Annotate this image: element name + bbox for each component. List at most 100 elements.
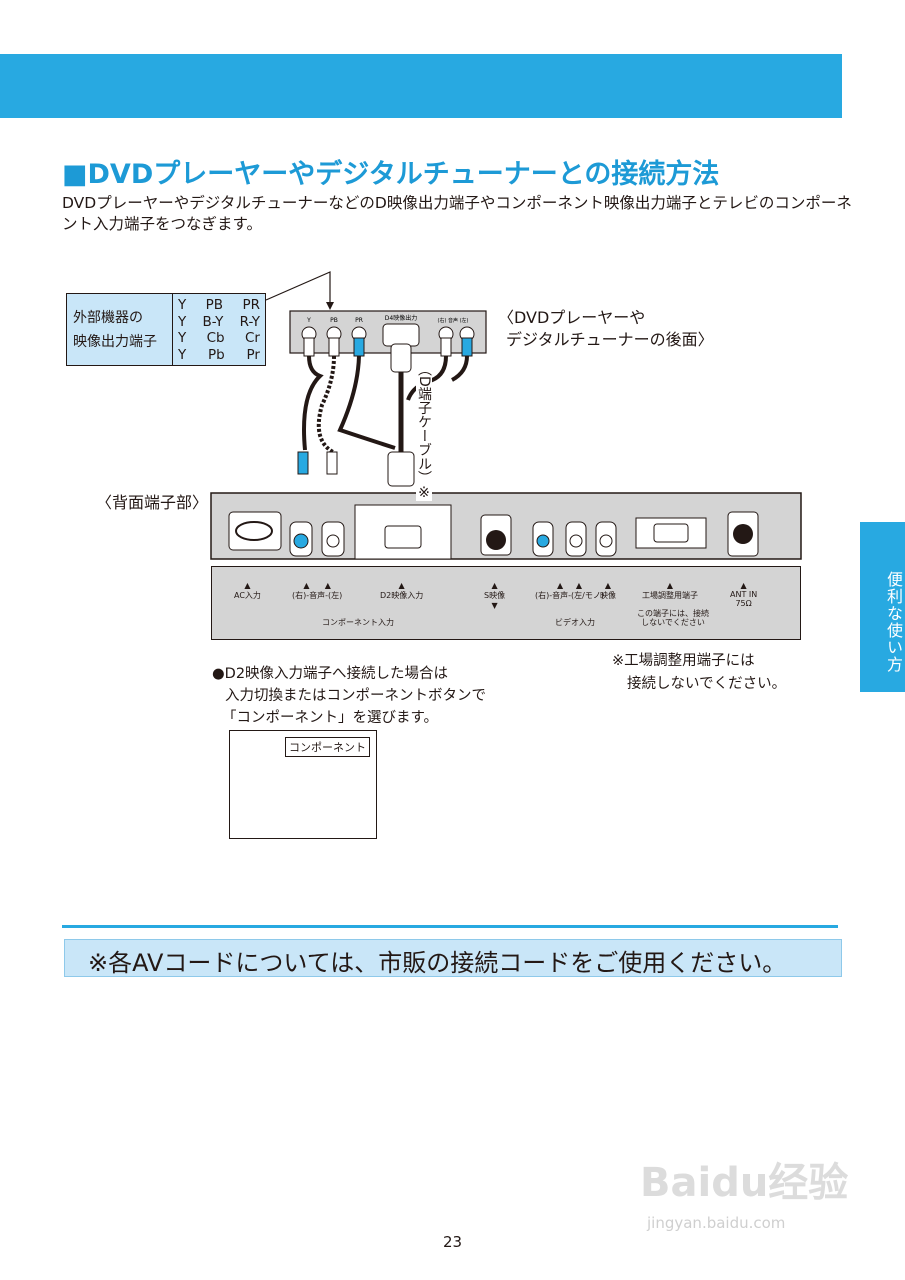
dvd-rear-label: 〈DVDプレーヤーや デジタルチューナーの後面〉 xyxy=(498,307,714,351)
leader-arrow xyxy=(326,302,334,310)
cable-dashed xyxy=(316,355,336,454)
factory-note: この端子には、接続 しないでください xyxy=(637,609,709,627)
component-indicator: コンポーネント xyxy=(285,737,370,757)
footer-note: ※各AVコードについては、市販の接続コードをご使用ください。 xyxy=(88,949,787,977)
d4-output-label: D4映像出力 xyxy=(385,314,417,322)
video-jack-inner xyxy=(599,534,613,548)
spec-cell: R-Y xyxy=(239,313,260,330)
section-tab: 便利な使い方 xyxy=(860,522,905,692)
dvd-jack-label: PB xyxy=(330,317,338,324)
page-title: ■DVDプレーヤーやデジタルチューナーとの接続方法 xyxy=(62,159,720,190)
spec-cell: Pb xyxy=(208,346,225,363)
header-band xyxy=(0,54,842,118)
d4-connector xyxy=(382,323,420,347)
spec-cell: Y xyxy=(178,346,187,363)
spec-row: Y B-Y R-Y xyxy=(174,314,264,331)
spec-cell: B-Y xyxy=(202,313,224,330)
cable xyxy=(302,355,324,451)
spec-cell: Y xyxy=(178,297,187,313)
d2-label-text: D2映像入力 xyxy=(380,591,424,600)
factory-text: 工場調整用端子 xyxy=(642,591,698,600)
plug-white xyxy=(326,451,338,475)
watermark-url: jingyan.baidu.com xyxy=(647,1214,786,1232)
s-video-port xyxy=(486,530,506,550)
factory-note-line1: この端子には、接続 xyxy=(637,609,709,618)
factory-label: ▲工場調整用端子 xyxy=(642,581,698,600)
output-terminal-table: 外部機器の 映像出力端子 Y PB PR Y B-Y R-Y Y Cb Cr Y… xyxy=(66,293,266,366)
spec-cell: PR xyxy=(242,297,260,313)
dvd-label-line2: デジタルチューナーの後面〉 xyxy=(506,330,714,349)
spec-row: Y Pb Pr xyxy=(174,347,264,364)
d2-input-label: ▲D2映像入力 xyxy=(380,581,424,600)
video-audio-label: ▲ ▲(右)-音声-(左/モノ) xyxy=(535,581,604,600)
spec-cell: Y xyxy=(178,330,187,346)
plug-white xyxy=(303,337,315,357)
d2-port xyxy=(384,525,422,549)
antenna-port xyxy=(733,524,753,544)
tv-screen-example: コンポーネント xyxy=(229,730,377,839)
dvd-audio-label: (右) 音声 (左) xyxy=(438,317,469,324)
dvd-label-line1: 〈DVDプレーヤーや xyxy=(498,308,646,327)
spec-label-line1: 外部機器の xyxy=(73,310,143,326)
video-text: 映像 xyxy=(600,591,616,600)
ant-text: ANT IN xyxy=(730,590,758,599)
page-number: 23 xyxy=(442,1233,463,1251)
plug-white xyxy=(440,337,452,357)
factory-warning-line1: ※工場調整用端子には xyxy=(612,653,755,669)
dvd-jack-label: PR xyxy=(355,317,363,324)
ac-input-label: ▲AC入力 xyxy=(234,581,261,600)
video-group-label: ビデオ入力 xyxy=(555,618,595,627)
d-cable-plug xyxy=(387,451,415,487)
spec-cell: Cb xyxy=(206,330,225,346)
spec-cell: Cr xyxy=(245,330,260,346)
dvd-jack-label: Y xyxy=(306,317,311,324)
s-video-text: S映像 xyxy=(484,591,506,600)
d2-note: ●D2映像入力端子へ接続した場合は 入力切換またはコンポーネントボタンで 「コン… xyxy=(212,663,486,729)
cable xyxy=(337,355,396,450)
d-cable-plug xyxy=(390,343,412,373)
comp-jack-l-inner xyxy=(326,534,340,548)
comp-jack-r-inner xyxy=(293,533,309,549)
ac-inlet xyxy=(228,511,282,551)
rear-label-panel: ▲AC入力 ▲ ▲(右)-音声-(左) ▲D2映像入力 コンポーネント入力 ▲S… xyxy=(211,566,801,640)
d2-note-line3: 「コンポーネント」を選びます。 xyxy=(222,710,439,726)
ac-label-text: AC入力 xyxy=(234,591,261,600)
s-video-label: ▲S映像▼ xyxy=(484,581,506,610)
cable xyxy=(450,355,469,382)
rear-terminals-label: 〈背面端子部〉 xyxy=(96,493,209,512)
video-label: ▲映像 xyxy=(600,581,616,600)
spec-grid: Y PB PR Y B-Y R-Y Y Cb Cr Y Pb Pr xyxy=(174,297,264,363)
spec-label: 外部機器の 映像出力端子 xyxy=(67,294,173,365)
factory-warning-line2: 接続しないでください。 xyxy=(627,676,787,692)
plug-blue xyxy=(297,451,309,475)
divider-rule xyxy=(62,925,838,928)
plug-blue xyxy=(461,337,473,357)
component-group-label: コンポーネント入力 xyxy=(322,618,394,627)
leader-line xyxy=(265,271,331,305)
factory-note-line2: しないでください xyxy=(641,618,705,627)
video-audio-text: (右)-音声-(左/モノ) xyxy=(535,591,604,600)
cable-label: （D端子ケーブル）※ xyxy=(416,362,432,501)
footer-band xyxy=(64,939,842,977)
spec-row: Y PB PR xyxy=(174,297,264,314)
video-audio-jack-r-inner xyxy=(536,534,550,548)
spec-cell: Pr xyxy=(246,346,260,363)
d2-port-frame xyxy=(354,504,452,560)
watermark-logo: Baidu经验 xyxy=(640,1160,849,1206)
spec-cell: Y xyxy=(178,313,187,330)
spec-cell: PB xyxy=(205,297,224,313)
video-audio-jack-l-inner xyxy=(569,534,583,548)
plug-white xyxy=(328,337,340,357)
comp-audio-label: ▲ ▲(右)-音声-(左) xyxy=(292,581,343,600)
spec-label-line2: 映像出力端子 xyxy=(73,334,157,350)
plug-blue xyxy=(353,337,365,357)
intro-text: DVDプレーヤーやデジタルチューナーなどのD映像出力端子やコンポーネント映像出力… xyxy=(62,194,852,233)
d2-note-line2: 入力切換またはコンポーネントボタンで xyxy=(225,688,486,704)
factory-port xyxy=(653,523,689,543)
spec-row: Y Cb Cr xyxy=(174,330,264,347)
connection-diagram: Y PB PR D4映像出力 (右) 音声 (左) xyxy=(210,271,802,560)
ant-ohm-text: 75Ω xyxy=(735,599,752,608)
factory-warning-note: ※工場調整用端子には 接続しないでください。 xyxy=(612,650,786,696)
d2-note-line1: ●D2映像入力端子へ接続した場合は xyxy=(212,666,449,682)
